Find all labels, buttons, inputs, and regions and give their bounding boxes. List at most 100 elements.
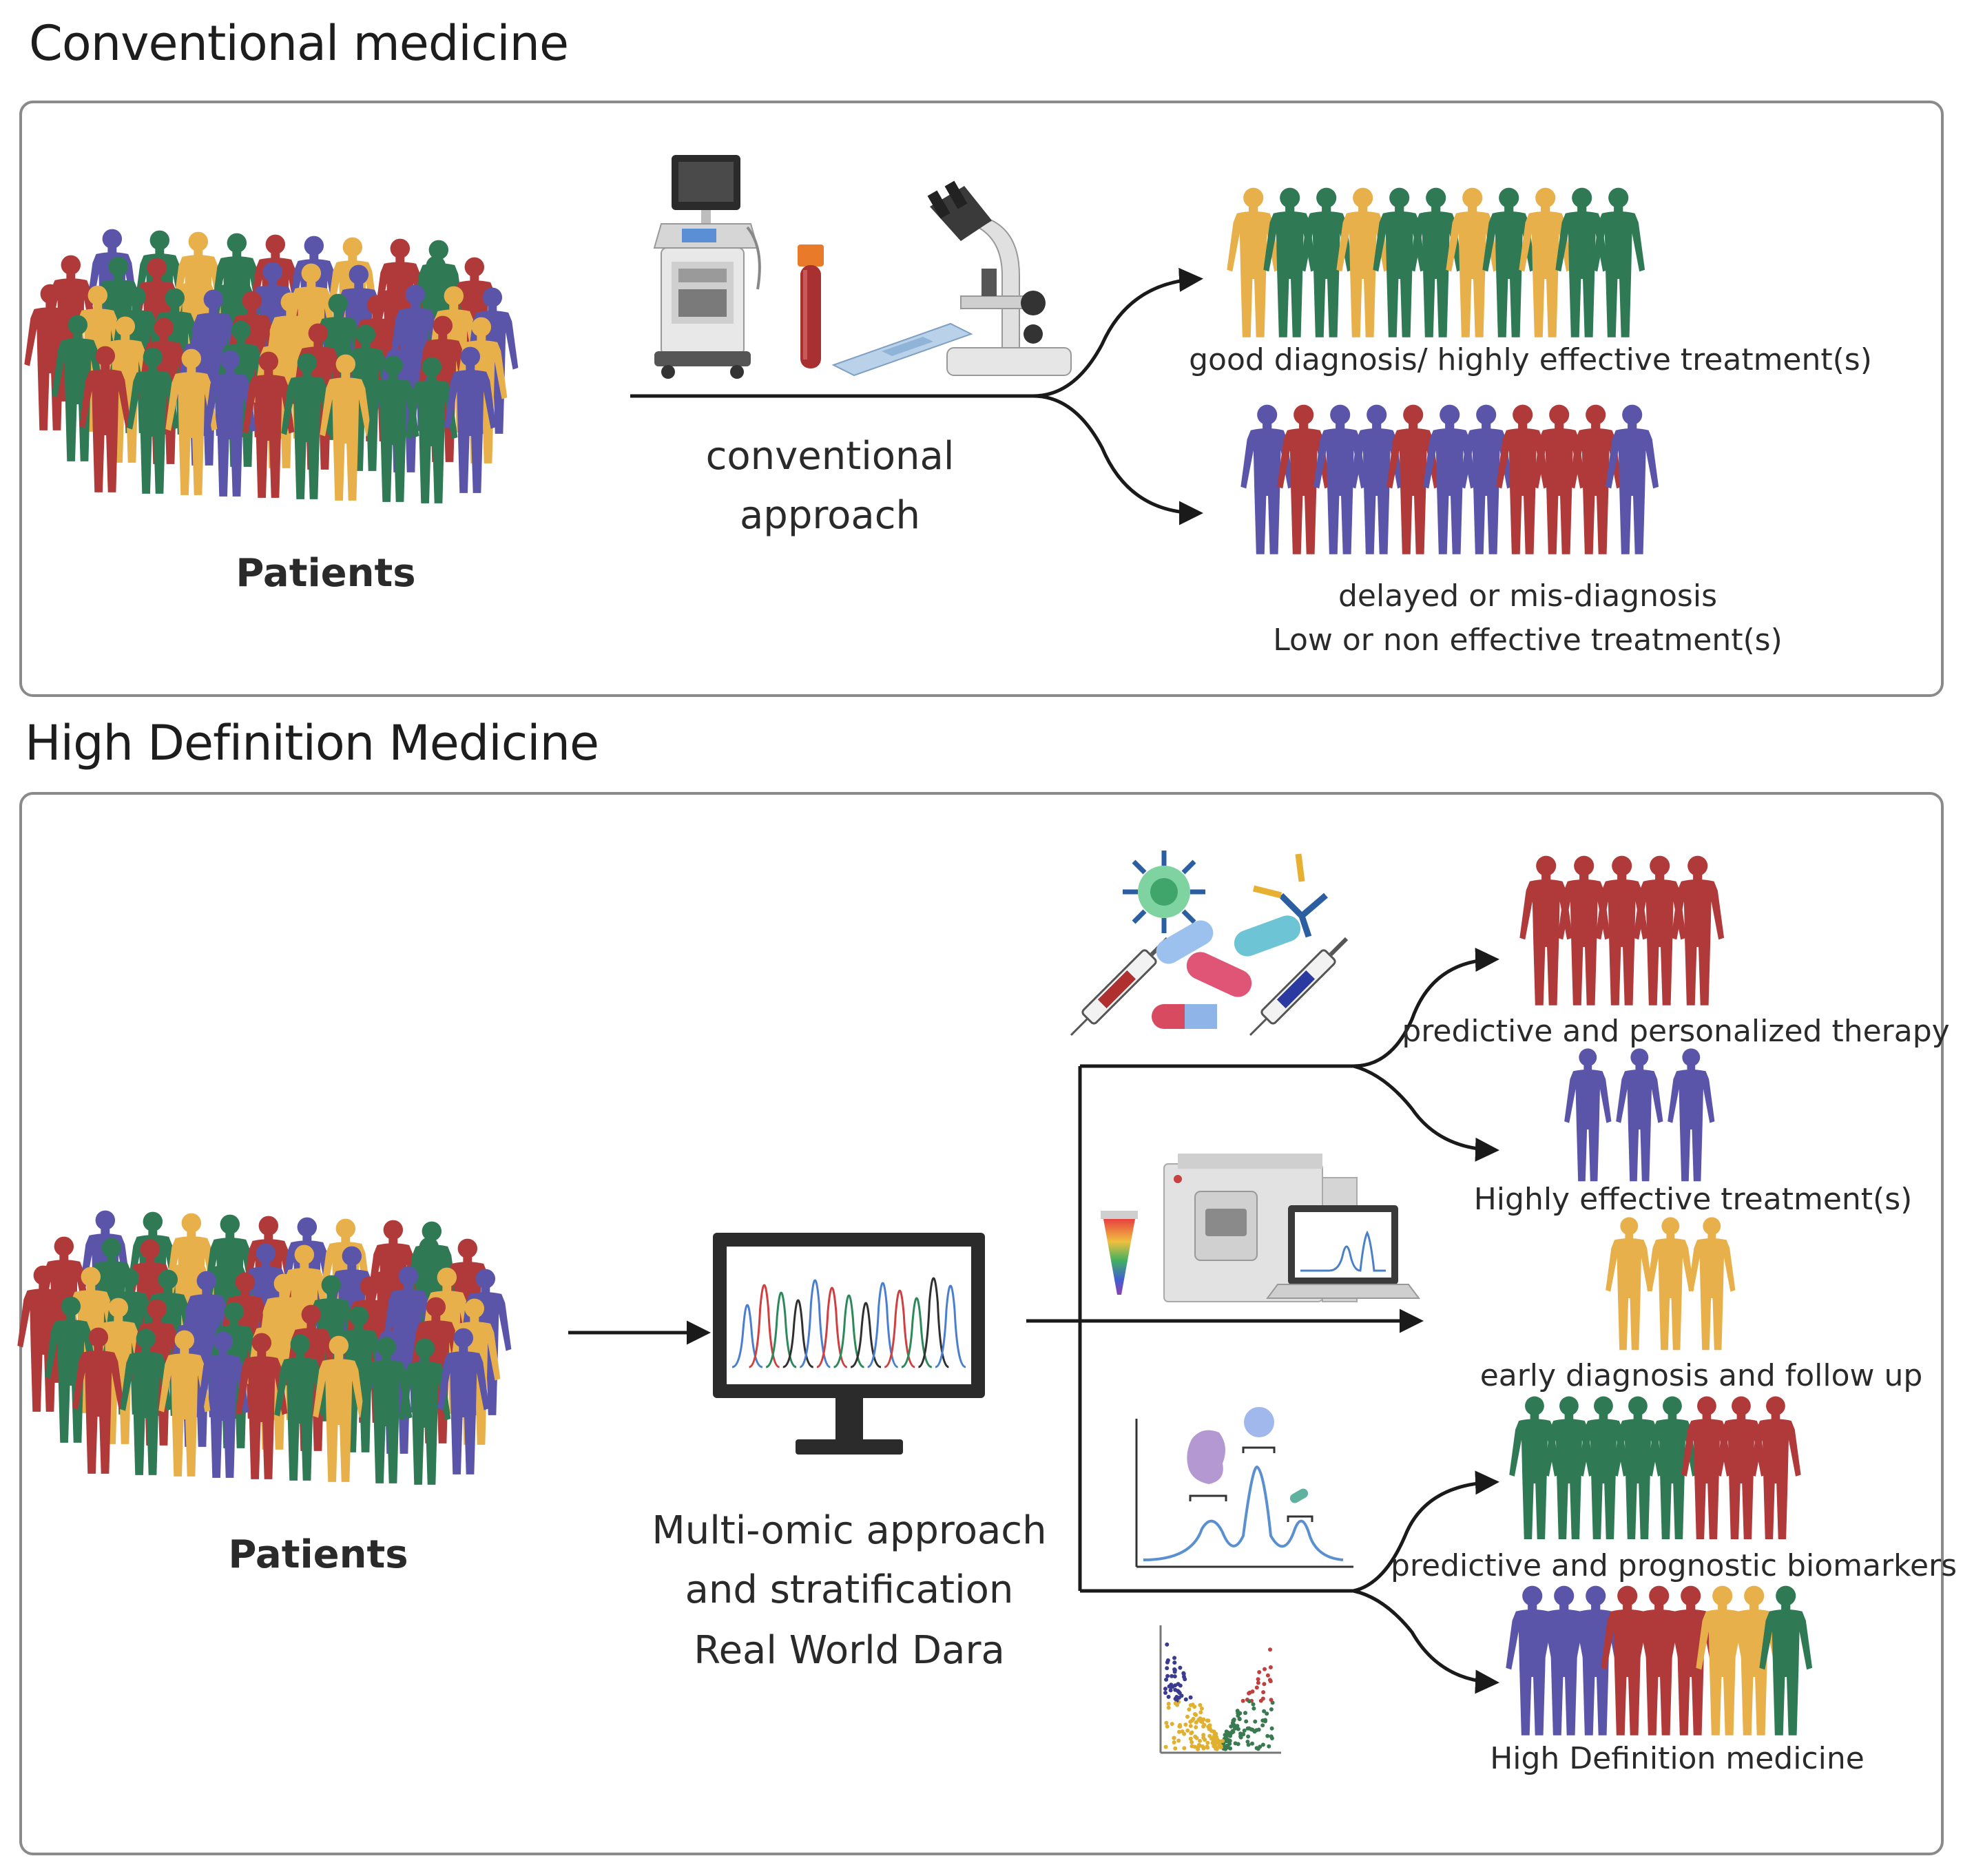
volcano-dot — [1221, 1738, 1225, 1743]
volcano-dot — [1198, 1702, 1203, 1707]
proteomics-chart-icon — [1135, 1407, 1353, 1568]
volcano-dot — [1205, 1744, 1209, 1749]
bad-outcome-label-line2: Low or non effective treatment(s) — [1273, 623, 1783, 658]
volcano-dot — [1173, 1746, 1178, 1751]
volcano-dot — [1253, 1719, 1258, 1724]
person-figure — [1750, 1396, 1801, 1539]
therapy-outcome-people — [1519, 855, 1725, 1005]
volcano-dot — [1258, 1698, 1263, 1703]
volcano-dot — [1177, 1729, 1181, 1734]
volcano-dot — [1165, 1724, 1170, 1729]
person-figure — [1668, 1048, 1715, 1182]
volcano-dot — [1269, 1698, 1274, 1702]
patients-label: Patients — [236, 551, 416, 596]
volcano-dot — [1200, 1720, 1205, 1724]
person-figure — [1544, 1396, 1595, 1539]
volcano-dot — [1191, 1716, 1196, 1721]
glass-slide-icon — [831, 322, 973, 377]
volcano-dot — [1269, 1707, 1274, 1711]
volcano-dot — [1185, 1714, 1190, 1719]
volcano-dot — [1240, 1732, 1245, 1736]
ultrasound-machine-icon — [653, 155, 761, 379]
hdm-outcome-label: High Definition medicine — [1490, 1741, 1865, 1776]
conventional-approach-line1: conventional — [705, 434, 955, 479]
volcano-dot — [1254, 1746, 1259, 1751]
volcano-dot — [1245, 1726, 1250, 1731]
person-figure — [1647, 1217, 1694, 1351]
volcano-dot — [1233, 1726, 1238, 1731]
volcano-dot — [1230, 1720, 1235, 1725]
person-figure — [1569, 1585, 1623, 1736]
volcano-dot — [1173, 1696, 1178, 1701]
volcano-dot — [1165, 1674, 1170, 1678]
bad-outcome-people — [1240, 404, 1659, 554]
volcano-dot — [1268, 1665, 1273, 1669]
volcano-dot — [1178, 1683, 1183, 1688]
volcano-dot — [1267, 1744, 1271, 1749]
person-figure — [1759, 1585, 1813, 1736]
volcano-dot — [1231, 1729, 1236, 1734]
hdm-approach-line1: Multi-omic approach — [652, 1508, 1047, 1553]
arrow-to-bad-outcome — [1032, 394, 1203, 525]
biomarker-outcome-people — [1509, 1396, 1801, 1539]
volcano-dot — [1254, 1685, 1259, 1690]
volcano-dot — [1169, 1682, 1174, 1687]
volcano-dot — [1196, 1747, 1201, 1751]
volcano-dot — [1249, 1727, 1254, 1732]
person-figure — [1313, 404, 1367, 554]
volcano-dot — [1214, 1731, 1218, 1736]
sequencing-peak — [833, 1294, 864, 1368]
arrow-to-treatment — [1353, 1064, 1499, 1162]
person-figure — [1350, 404, 1404, 554]
volcano-dot — [1188, 1724, 1193, 1729]
volcano-dot — [1190, 1740, 1194, 1744]
volcano-dot — [1188, 1720, 1193, 1724]
volcano-dot — [1176, 1738, 1181, 1743]
volcano-dot — [1256, 1677, 1260, 1682]
volcano-dot — [1257, 1670, 1262, 1674]
volcano-dot — [1201, 1724, 1206, 1729]
volcano-dot — [1163, 1691, 1167, 1695]
volcano-dot — [1190, 1744, 1194, 1749]
hdm-patients-crowd — [17, 1210, 512, 1485]
diagnosis-outcome-label: early diagnosis and follow up — [1479, 1358, 1923, 1393]
person-figure — [1460, 404, 1513, 554]
volcano-dot — [1198, 1710, 1203, 1715]
volcano-dot — [1172, 1674, 1177, 1679]
volcano-dot — [1205, 1740, 1210, 1745]
arrow-to-good-outcome — [1032, 267, 1203, 398]
volcano-dot — [1197, 1743, 1202, 1748]
microscope-icon — [927, 180, 1072, 376]
volcano-dot — [1243, 1711, 1247, 1716]
volcano-dot — [1268, 1647, 1272, 1652]
volcano-dot — [1260, 1742, 1265, 1747]
volcano-dot — [1164, 1677, 1169, 1682]
biomarker-outcome-label: predictive and prognostic biomarkers — [1390, 1548, 1957, 1583]
person-figure — [1696, 1585, 1749, 1736]
person-figure — [1664, 1585, 1718, 1736]
hdm-outcome-people — [1506, 1585, 1813, 1736]
volcano-dot — [1163, 1687, 1167, 1691]
capsule-icons — [1152, 915, 1301, 1029]
volcano-dot — [1226, 1738, 1231, 1742]
volcano-dot — [1165, 1642, 1170, 1647]
person-figure — [1300, 187, 1353, 337]
diagnosis-outcome-people — [1606, 1217, 1736, 1351]
person-figure — [1681, 1396, 1732, 1539]
volcano-dot — [1170, 1674, 1174, 1678]
volcano-dot — [1164, 1720, 1169, 1725]
person-figure — [1616, 1048, 1663, 1182]
arrow-to-therapy — [1353, 948, 1499, 1068]
person-figure — [1612, 1396, 1663, 1539]
volcano-dot — [1225, 1733, 1229, 1738]
volcano-dot — [1198, 1738, 1202, 1743]
volcano-dot — [1225, 1743, 1229, 1748]
person-figure — [1647, 1396, 1698, 1539]
conventional-arrows — [630, 267, 1203, 525]
therapy-outcome-label: predictive and personalized therapy — [1402, 1014, 1950, 1049]
sequencing-peak — [935, 1284, 966, 1368]
volcano-dot — [1185, 1728, 1190, 1733]
volcano-dot — [1173, 1701, 1178, 1706]
volcano-dot — [1163, 1744, 1168, 1749]
